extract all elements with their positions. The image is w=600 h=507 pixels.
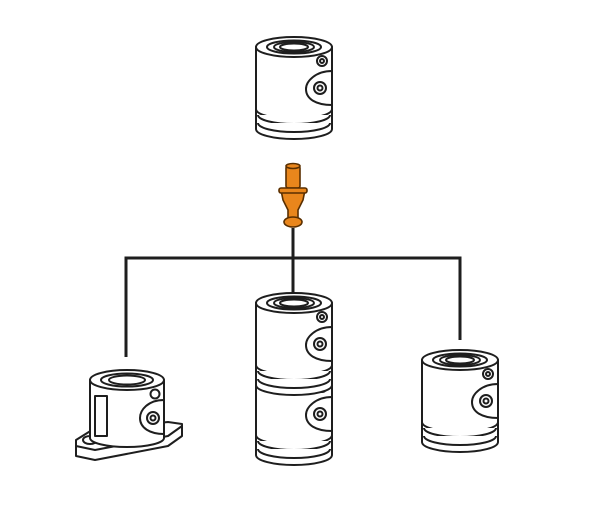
top-cylinder-icon [255,36,333,140]
base-mount-cylinder-icon [75,369,183,461]
orange-fitting-icon [278,162,308,228]
single-cylinder-icon [421,349,499,453]
stacked-cylinders-icon [255,292,333,466]
connector-lines [124,228,462,357]
